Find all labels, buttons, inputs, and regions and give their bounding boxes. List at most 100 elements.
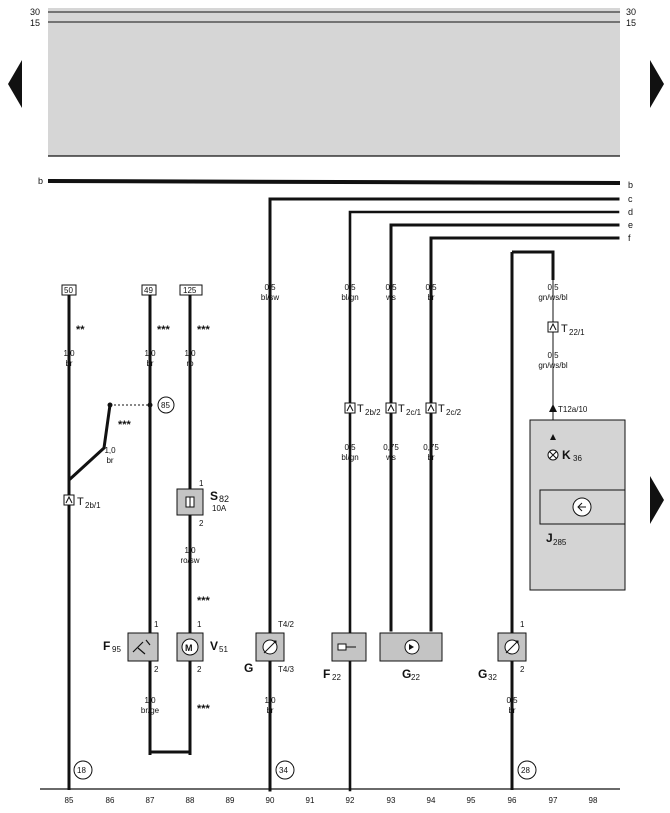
pin-label: 2 xyxy=(197,665,202,674)
pin-label: 1 xyxy=(197,620,202,629)
ground-ref-18: 18 xyxy=(77,766,86,775)
bus-b-label: b xyxy=(628,180,633,190)
wire-color: br xyxy=(146,359,153,368)
component-G32-sub: 32 xyxy=(488,673,497,682)
bus-d-label: d xyxy=(628,207,633,217)
rail-15-left: 15 xyxy=(30,18,40,28)
wire-size: 0,5 xyxy=(425,283,437,292)
wire-color: bl/sw xyxy=(261,293,279,302)
note-stars-4: *** xyxy=(118,419,132,431)
wire-size: 1,0 xyxy=(184,546,196,555)
wire-size: 1,0 xyxy=(63,349,75,358)
motor-icon xyxy=(181,638,199,656)
track-number: 98 xyxy=(589,796,598,805)
connector-T2c2: T 2c/2 xyxy=(425,402,462,417)
component-G22-sub: 22 xyxy=(411,673,420,682)
wire-color: br/ge xyxy=(141,706,160,715)
connector-T2b2: T 2b/2 xyxy=(344,402,381,417)
motor-V51 xyxy=(176,632,204,662)
wire-size: 0,5 xyxy=(547,351,559,360)
component-K36-label: K xyxy=(562,448,571,462)
pin-label: T4/2 xyxy=(278,620,295,629)
pin-label: 1 xyxy=(199,479,204,488)
connector-T221: T 22/1 xyxy=(547,321,585,337)
track-number: 92 xyxy=(346,796,355,805)
track-number: 86 xyxy=(106,796,115,805)
connector-T2b1: T 2b/1 xyxy=(63,494,101,510)
ground-ref-34: 34 xyxy=(279,766,288,775)
connector-label: T xyxy=(438,403,445,415)
track-number: 88 xyxy=(186,796,195,805)
bus-d-line xyxy=(348,210,620,792)
component-G32-label: G xyxy=(478,667,487,681)
wire-size: 1,0 xyxy=(184,349,196,358)
wire-color: br xyxy=(106,456,113,465)
variable-resistor-icon xyxy=(263,640,277,654)
bus-b-line xyxy=(47,178,621,186)
bus-e-line xyxy=(389,223,620,632)
pin-label: T4/3 xyxy=(278,665,295,674)
pressure-switch-icon xyxy=(132,639,151,655)
wire-color: ro/sw xyxy=(180,556,199,565)
pin-label: 2 xyxy=(520,665,525,674)
wire-size: 1,0 xyxy=(144,696,156,705)
note-stars-3: *** xyxy=(197,324,211,336)
next-section-arrow-icon[interactable] xyxy=(650,476,664,524)
origin-50: 50 xyxy=(64,286,73,295)
connector-label: T xyxy=(561,323,568,335)
pin-label: 1 xyxy=(520,620,525,629)
wire-color: br xyxy=(65,359,72,368)
next-page-arrow-icon[interactable] xyxy=(650,60,664,108)
wire-size: 0,5 xyxy=(264,283,276,292)
origin-125: 125 xyxy=(183,286,197,295)
component-S82-label: S xyxy=(210,489,218,503)
top-panel-area xyxy=(48,8,620,156)
connector-sub: 2b/2 xyxy=(365,408,381,417)
rail-30-right: 30 xyxy=(626,7,636,17)
note-stars-2: *** xyxy=(157,324,171,336)
wire-color: br xyxy=(508,706,515,715)
component-V51-label: V xyxy=(210,639,218,653)
switch-F95 xyxy=(127,632,159,662)
tachometer-icon xyxy=(577,502,586,512)
pressure-switch-icon xyxy=(337,643,356,651)
track-number: 87 xyxy=(146,796,155,805)
wire-color: gn/ws/bl xyxy=(538,361,568,370)
connector-sub: 2c/1 xyxy=(406,408,422,417)
connector-sub: 22/1 xyxy=(569,328,585,337)
component-G22-label: G xyxy=(402,667,411,681)
wire-size: 0,75 xyxy=(383,443,399,452)
track-number: 89 xyxy=(226,796,235,805)
component-G-label: G xyxy=(244,661,253,675)
rail-15-right: 15 xyxy=(626,18,636,28)
wire-size: 0,75 xyxy=(423,443,439,452)
wire-size: 1,0 xyxy=(144,349,156,358)
connector-label: T xyxy=(398,403,405,415)
component-F95-label: F xyxy=(103,639,110,653)
ground-ref-85: 85 xyxy=(161,401,170,410)
wire-color: br xyxy=(427,453,434,462)
wire-color: bl/gn xyxy=(341,453,358,462)
wire-size: 0,5 xyxy=(506,696,518,705)
bus-e-label: e xyxy=(628,220,633,230)
component-J285-label: J xyxy=(546,531,553,545)
component-F22-label: F xyxy=(323,667,330,681)
wire-color: ro xyxy=(186,359,194,368)
track-number: 91 xyxy=(306,796,315,805)
wire-size: 0,5 xyxy=(344,283,356,292)
wire-size: 1,0 xyxy=(104,446,116,455)
prev-page-arrow-icon[interactable] xyxy=(8,60,22,108)
component-S82-rating: 10A xyxy=(212,504,227,513)
note-stars-6: *** xyxy=(197,703,211,715)
pin-label: 2 xyxy=(154,665,159,674)
component-J285-sub: 285 xyxy=(553,538,567,547)
wire-size: 1,0 xyxy=(264,696,276,705)
bus-c-label: c xyxy=(628,194,633,204)
wire-size: 0,5 xyxy=(344,443,356,452)
component-F95-sub: 95 xyxy=(112,645,121,654)
track-number: 85 xyxy=(65,796,74,805)
track-number: 95 xyxy=(467,796,476,805)
wire-size: 0,5 xyxy=(547,283,559,292)
connector-sub: 2c/2 xyxy=(446,408,462,417)
note-stars-1: ** xyxy=(76,324,85,336)
